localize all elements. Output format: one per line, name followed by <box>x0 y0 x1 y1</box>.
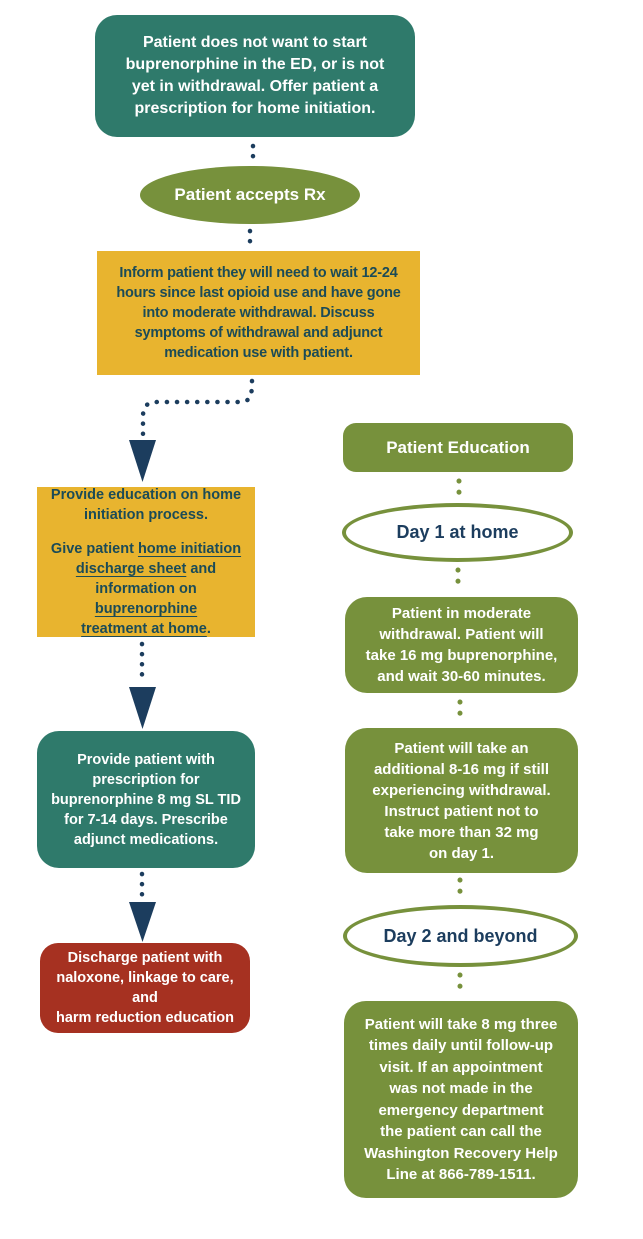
day1-at-home-ellipse: Day 1 at home <box>342 503 573 562</box>
text-segment: . <box>206 621 211 637</box>
intro-box-text: Patient does not want to start buprenorp… <box>125 34 385 117</box>
inline-link[interactable]: discharge sheet <box>75 561 187 577</box>
text-segment: and <box>186 561 217 577</box>
day1-step2-box: Patient will take an additional 8-16 mg … <box>345 728 578 873</box>
discharge-box-text: Discharge patient with naloxone, linkage… <box>55 950 235 1026</box>
day2-and-beyond-ellipse: Day 2 and beyond <box>343 905 578 967</box>
inline-link[interactable]: buprenorphine <box>94 601 198 617</box>
day1-step1-box: Patient in moderate withdrawal. Patient … <box>345 597 578 693</box>
day2-and-beyond-label: Day 2 and beyond <box>383 925 538 946</box>
intro-box: Patient does not want to start buprenorp… <box>95 15 415 137</box>
arrowhead-to-prescription-box <box>129 687 156 729</box>
education-box-para2-line: Give patient home initiation <box>43 539 249 559</box>
prescription-box-text: Provide patient with prescription for bu… <box>51 751 241 848</box>
patient-accepts-rx-ellipse: Patient accepts Rx <box>140 166 360 224</box>
prescription-box: Provide patient with prescription for bu… <box>37 731 255 868</box>
discharge-box: Discharge patient with naloxone, linkage… <box>40 943 250 1033</box>
education-box: Provide education on home initiation pro… <box>37 487 255 637</box>
day2-step-box: Patient will take 8 mg three times daily… <box>344 1001 578 1198</box>
dotted-connector-elbow <box>140 378 255 439</box>
text-segment: Give patient <box>50 541 138 557</box>
education-box-para1: Provide education on home initiation pro… <box>50 487 242 523</box>
education-box-para2-line: discharge sheet and <box>43 559 249 579</box>
arrowhead-to-education-box <box>129 440 156 482</box>
education-box-para2-line: information on buprenorphine <box>43 579 249 619</box>
day1-step2-text: Patient will take an additional 8-16 mg … <box>372 739 551 862</box>
inline-link[interactable]: treatment at home <box>81 621 207 637</box>
day1-step1-text: Patient in moderate withdrawal. Patient … <box>365 605 558 685</box>
inline-link[interactable]: home initiation <box>137 541 242 557</box>
patient-accepts-rx-label: Patient accepts Rx <box>174 185 326 204</box>
education-box-para2-line: treatment at home. <box>43 619 249 639</box>
day1-at-home-label: Day 1 at home <box>396 522 519 542</box>
inform-box: Inform patient they will need to wait 12… <box>97 251 420 375</box>
inform-box-text: Inform patient they will need to wait 12… <box>116 265 401 361</box>
text-segment: information on <box>95 581 197 597</box>
patient-education-header-label: Patient Education <box>386 437 530 457</box>
arrowhead-to-discharge-box <box>129 902 156 942</box>
day2-step-text: Patient will take 8 mg three times daily… <box>364 1015 558 1184</box>
patient-education-header: Patient Education <box>343 423 573 472</box>
